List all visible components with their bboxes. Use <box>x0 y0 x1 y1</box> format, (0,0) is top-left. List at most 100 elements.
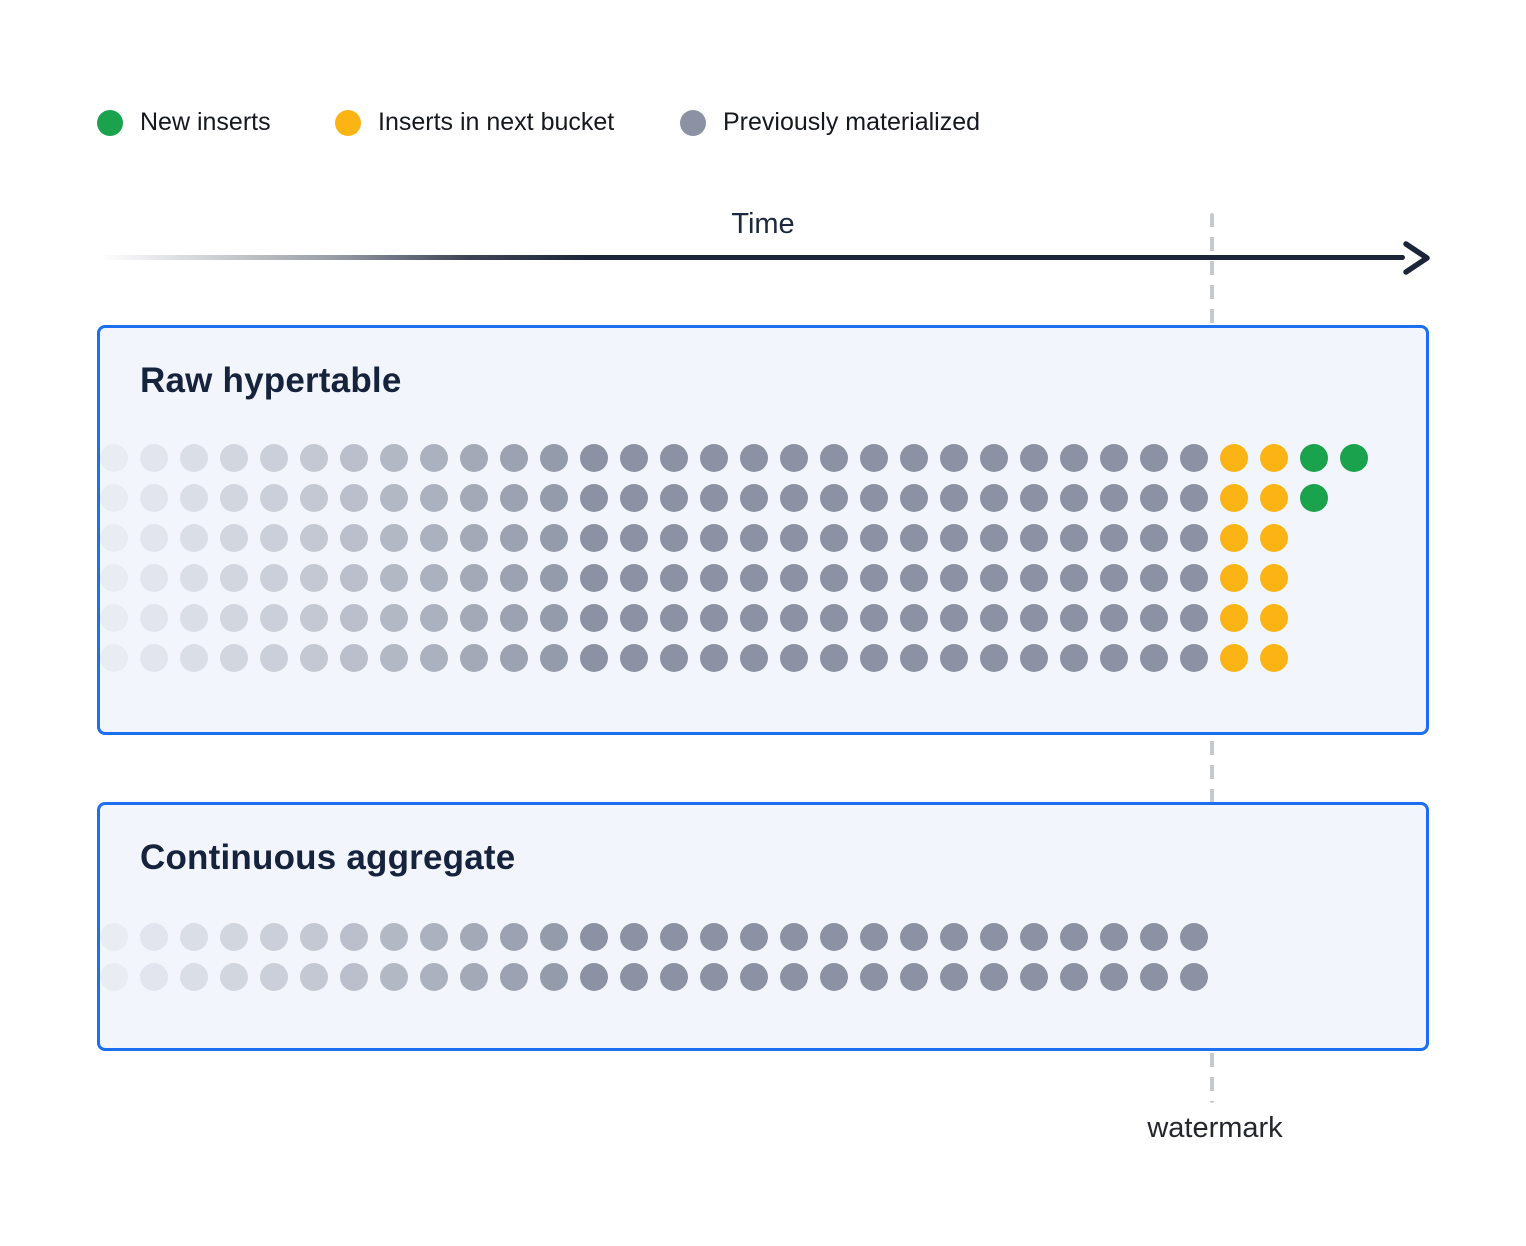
dot-materialized <box>300 923 328 951</box>
dot-materialized <box>780 604 808 632</box>
dot-materialized <box>660 524 688 552</box>
dot-materialized <box>260 444 288 472</box>
dot-materialized <box>1140 923 1168 951</box>
dot-materialized <box>1140 524 1168 552</box>
dot-materialized <box>860 644 888 672</box>
dot-materialized <box>1020 604 1048 632</box>
dot-materialized <box>420 564 448 592</box>
dot-materialized <box>820 604 848 632</box>
dot-materialized <box>820 963 848 991</box>
dot-materialized <box>340 484 368 512</box>
dot-materialized <box>540 604 568 632</box>
dot-materialized <box>620 524 648 552</box>
dot-materialized <box>260 484 288 512</box>
dot-materialized <box>380 564 408 592</box>
dot-materialized <box>780 444 808 472</box>
dot-materialized <box>860 444 888 472</box>
dot-materialized <box>1100 923 1128 951</box>
dot-materialized <box>780 923 808 951</box>
dot-materialized <box>980 923 1008 951</box>
dot-materialized <box>420 484 448 512</box>
dot-materialized <box>580 444 608 472</box>
dot-materialized <box>220 644 248 672</box>
dot-materialized <box>540 564 568 592</box>
dot-materialized <box>420 923 448 951</box>
dot-materialized <box>700 963 728 991</box>
dot-materialized <box>780 524 808 552</box>
dot-materialized <box>620 444 648 472</box>
dot-materialized <box>1100 604 1128 632</box>
dot-materialized <box>140 524 168 552</box>
dot-materialized <box>1140 644 1168 672</box>
dot-materialized <box>980 963 1008 991</box>
dot-materialized <box>740 564 768 592</box>
dot-materialized <box>1020 923 1048 951</box>
dot-materialized <box>460 444 488 472</box>
dot-materialized <box>580 564 608 592</box>
dot-next-bucket <box>1220 484 1248 512</box>
dot-next-bucket <box>1260 444 1288 472</box>
dot-materialized <box>180 644 208 672</box>
dot-materialized <box>780 564 808 592</box>
dot-materialized <box>900 644 928 672</box>
dot-materialized <box>300 524 328 552</box>
dot-materialized <box>140 444 168 472</box>
dot-materialized <box>860 604 888 632</box>
dot-materialized <box>940 923 968 951</box>
dot-materialized <box>540 444 568 472</box>
dot-materialized <box>860 484 888 512</box>
dot-materialized <box>140 564 168 592</box>
dot-materialized <box>420 963 448 991</box>
dot-materialized <box>460 524 488 552</box>
dot-materialized <box>260 564 288 592</box>
dot-materialized <box>660 604 688 632</box>
dot-materialized <box>140 604 168 632</box>
dot-materialized <box>860 524 888 552</box>
dot-materialized <box>260 604 288 632</box>
dot-materialized <box>500 923 528 951</box>
dot-materialized <box>1100 963 1128 991</box>
dot-materialized <box>500 604 528 632</box>
dot-materialized <box>100 644 128 672</box>
dot-materialized <box>660 963 688 991</box>
dot-materialized <box>740 524 768 552</box>
dot-materialized <box>940 963 968 991</box>
dot-materialized <box>540 524 568 552</box>
legend-label-materialized: Previously materialized <box>723 108 981 136</box>
dot-materialized <box>1060 963 1088 991</box>
dot-materialized <box>940 524 968 552</box>
dot-materialized <box>1020 444 1048 472</box>
dot-materialized <box>380 963 408 991</box>
dot-materialized <box>580 524 608 552</box>
dot-materialized <box>1060 923 1088 951</box>
dot-materialized <box>100 484 128 512</box>
dot-materialized <box>700 923 728 951</box>
dot-next-bucket <box>1220 444 1248 472</box>
dot-materialized <box>580 923 608 951</box>
dot-materialized <box>1020 564 1048 592</box>
dot-materialized <box>220 484 248 512</box>
dot-materialized <box>340 444 368 472</box>
dot-materialized <box>260 923 288 951</box>
dot-materialized <box>660 444 688 472</box>
dot-materialized <box>500 644 528 672</box>
dot-materialized <box>380 524 408 552</box>
dot-materialized <box>940 444 968 472</box>
dot-materialized <box>180 604 208 632</box>
dot-materialized <box>700 524 728 552</box>
dot-materialized <box>1020 963 1048 991</box>
dot-next-bucket <box>1260 564 1288 592</box>
time-axis-line <box>100 255 1405 260</box>
dot-materialized <box>660 923 688 951</box>
dot-materialized <box>300 564 328 592</box>
time-arrowhead-icon <box>1403 241 1430 275</box>
dot-materialized <box>140 923 168 951</box>
dot-materialized <box>740 604 768 632</box>
dot-materialized <box>860 564 888 592</box>
dot-materialized <box>1100 564 1128 592</box>
dot-materialized <box>620 923 648 951</box>
dot-materialized <box>1060 484 1088 512</box>
dot-materialized <box>980 524 1008 552</box>
dot-materialized <box>500 963 528 991</box>
dot-materialized <box>820 644 848 672</box>
